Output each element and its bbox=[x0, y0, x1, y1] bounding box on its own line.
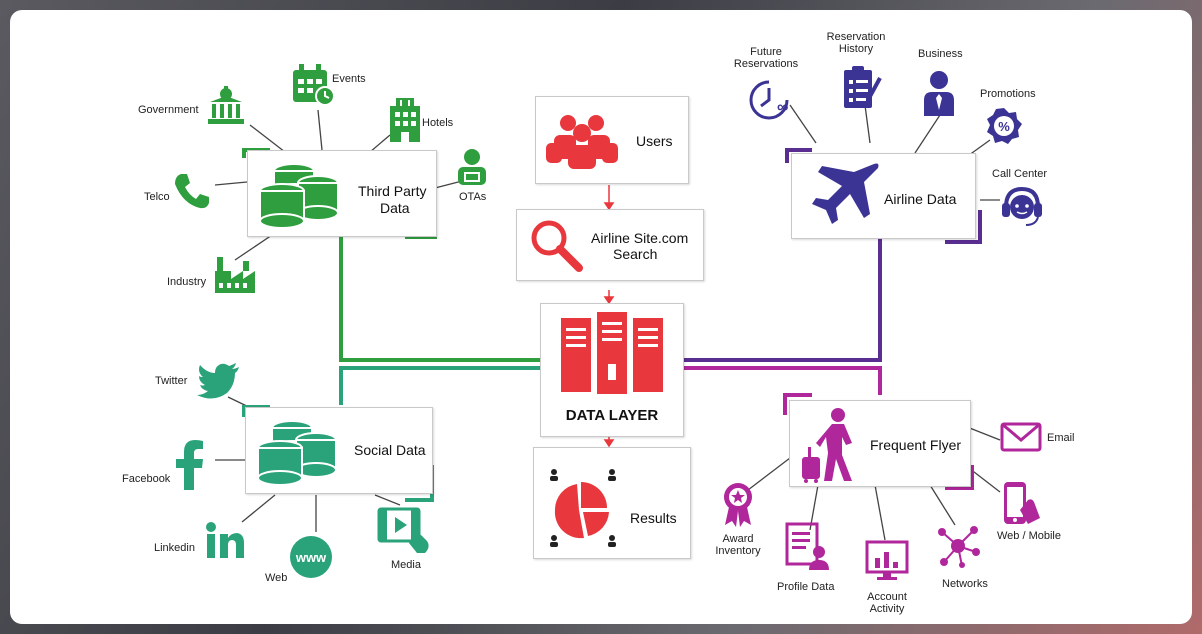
profile-data-icon bbox=[785, 522, 829, 570]
events-calendar-icon bbox=[293, 64, 335, 106]
media-label: Media bbox=[391, 559, 421, 571]
government-icon bbox=[208, 86, 244, 124]
promotions-badge-icon: % bbox=[987, 108, 1022, 144]
users-label: Users bbox=[636, 133, 673, 149]
call-center-headset-icon bbox=[1002, 186, 1042, 226]
svg-text:%: % bbox=[998, 119, 1010, 134]
profile-data-label: Profile Data bbox=[777, 581, 835, 593]
third-party-data-box: Third Party Data bbox=[247, 150, 437, 237]
media-player-icon bbox=[377, 507, 429, 553]
search-icon bbox=[531, 220, 583, 272]
government-label: Government bbox=[138, 104, 199, 116]
email-envelope-icon bbox=[1000, 422, 1042, 452]
data-layer-box: DATA LAYER bbox=[540, 303, 684, 437]
hotels-label: Hotels bbox=[422, 117, 454, 129]
reservation-history-icon bbox=[844, 66, 882, 108]
users-group-icon bbox=[546, 115, 618, 169]
account-label-line1: Account bbox=[867, 591, 907, 603]
email-label: Email bbox=[1047, 432, 1075, 444]
airline-data-box: Airline Data bbox=[791, 153, 976, 239]
traveler-luggage-icon bbox=[802, 408, 852, 483]
database-icon bbox=[259, 163, 339, 229]
search-label-line1: Airline Site.com bbox=[591, 230, 689, 246]
search-label-line2: Search bbox=[613, 246, 658, 262]
pie-chart-icon bbox=[550, 469, 616, 547]
call-center-label: Call Center bbox=[992, 168, 1048, 180]
award-label-line1: Award bbox=[722, 533, 754, 545]
business-person-icon bbox=[924, 71, 954, 116]
airline-search-box: Airline Site.com Search bbox=[516, 209, 704, 281]
future-label-line1: Future bbox=[750, 46, 782, 58]
history-label-line1: Reservation bbox=[826, 31, 886, 43]
facebook-icon bbox=[176, 440, 203, 490]
industry-label: Industry bbox=[167, 276, 207, 288]
frequent-flyer-box: Frequent Flyer bbox=[789, 400, 971, 487]
events-label: Events bbox=[332, 73, 366, 85]
data-layer-label: DATA LAYER bbox=[565, 407, 659, 424]
database-icon bbox=[257, 420, 337, 486]
twitter-label: Twitter bbox=[155, 375, 188, 387]
award-medal-icon bbox=[724, 483, 752, 527]
third-party-title-line2: Data bbox=[380, 200, 410, 216]
telephone-icon bbox=[175, 174, 209, 209]
account-activity-icon bbox=[865, 540, 909, 580]
future-label-line2: Reservations bbox=[733, 58, 799, 70]
results-box: Results bbox=[533, 447, 691, 559]
telco-label: Telco bbox=[144, 191, 170, 203]
ota-agent-icon bbox=[458, 149, 486, 185]
web-mobile-label: Web / Mobile bbox=[997, 530, 1061, 542]
linkedin-icon bbox=[206, 522, 244, 558]
web-mobile-icon bbox=[1004, 482, 1040, 524]
networks-icon bbox=[938, 526, 980, 568]
social-data-title: Social Data bbox=[354, 442, 426, 458]
future-reservations-icon: ∞ bbox=[749, 80, 789, 120]
server-rack-icon bbox=[561, 312, 663, 394]
connector-lines bbox=[214, 89, 1001, 541]
airplane-icon bbox=[812, 163, 879, 224]
linkedin-label: Linkedin bbox=[154, 542, 195, 554]
industry-factory-icon bbox=[215, 257, 255, 293]
promotions-label: Promotions bbox=[980, 88, 1036, 100]
svg-text:∞: ∞ bbox=[777, 99, 788, 116]
svg-text:www: www bbox=[295, 550, 327, 565]
users-box: Users bbox=[535, 96, 689, 184]
frequent-flyer-title: Frequent Flyer bbox=[870, 437, 962, 453]
hotel-building-icon bbox=[390, 98, 420, 142]
otas-label: OTAs bbox=[459, 191, 487, 203]
diagram-card: Users Airline Site.com Search DATA LAYER bbox=[10, 10, 1192, 624]
networks-label: Networks bbox=[942, 578, 988, 590]
web-globe-icon: www bbox=[290, 536, 332, 578]
business-label: Business bbox=[918, 48, 963, 60]
facebook-label: Facebook bbox=[122, 473, 171, 485]
third-party-title-line1: Third Party bbox=[358, 183, 427, 199]
twitter-icon bbox=[197, 363, 239, 399]
results-label: Results bbox=[630, 510, 677, 526]
award-label-line2: Inventory bbox=[715, 545, 761, 557]
history-label-line2: History bbox=[838, 43, 874, 55]
web-label: Web bbox=[265, 572, 288, 584]
account-label-line2: Activity bbox=[869, 603, 905, 615]
social-data-box: Social Data bbox=[245, 407, 433, 494]
airline-data-title: Airline Data bbox=[884, 191, 957, 207]
